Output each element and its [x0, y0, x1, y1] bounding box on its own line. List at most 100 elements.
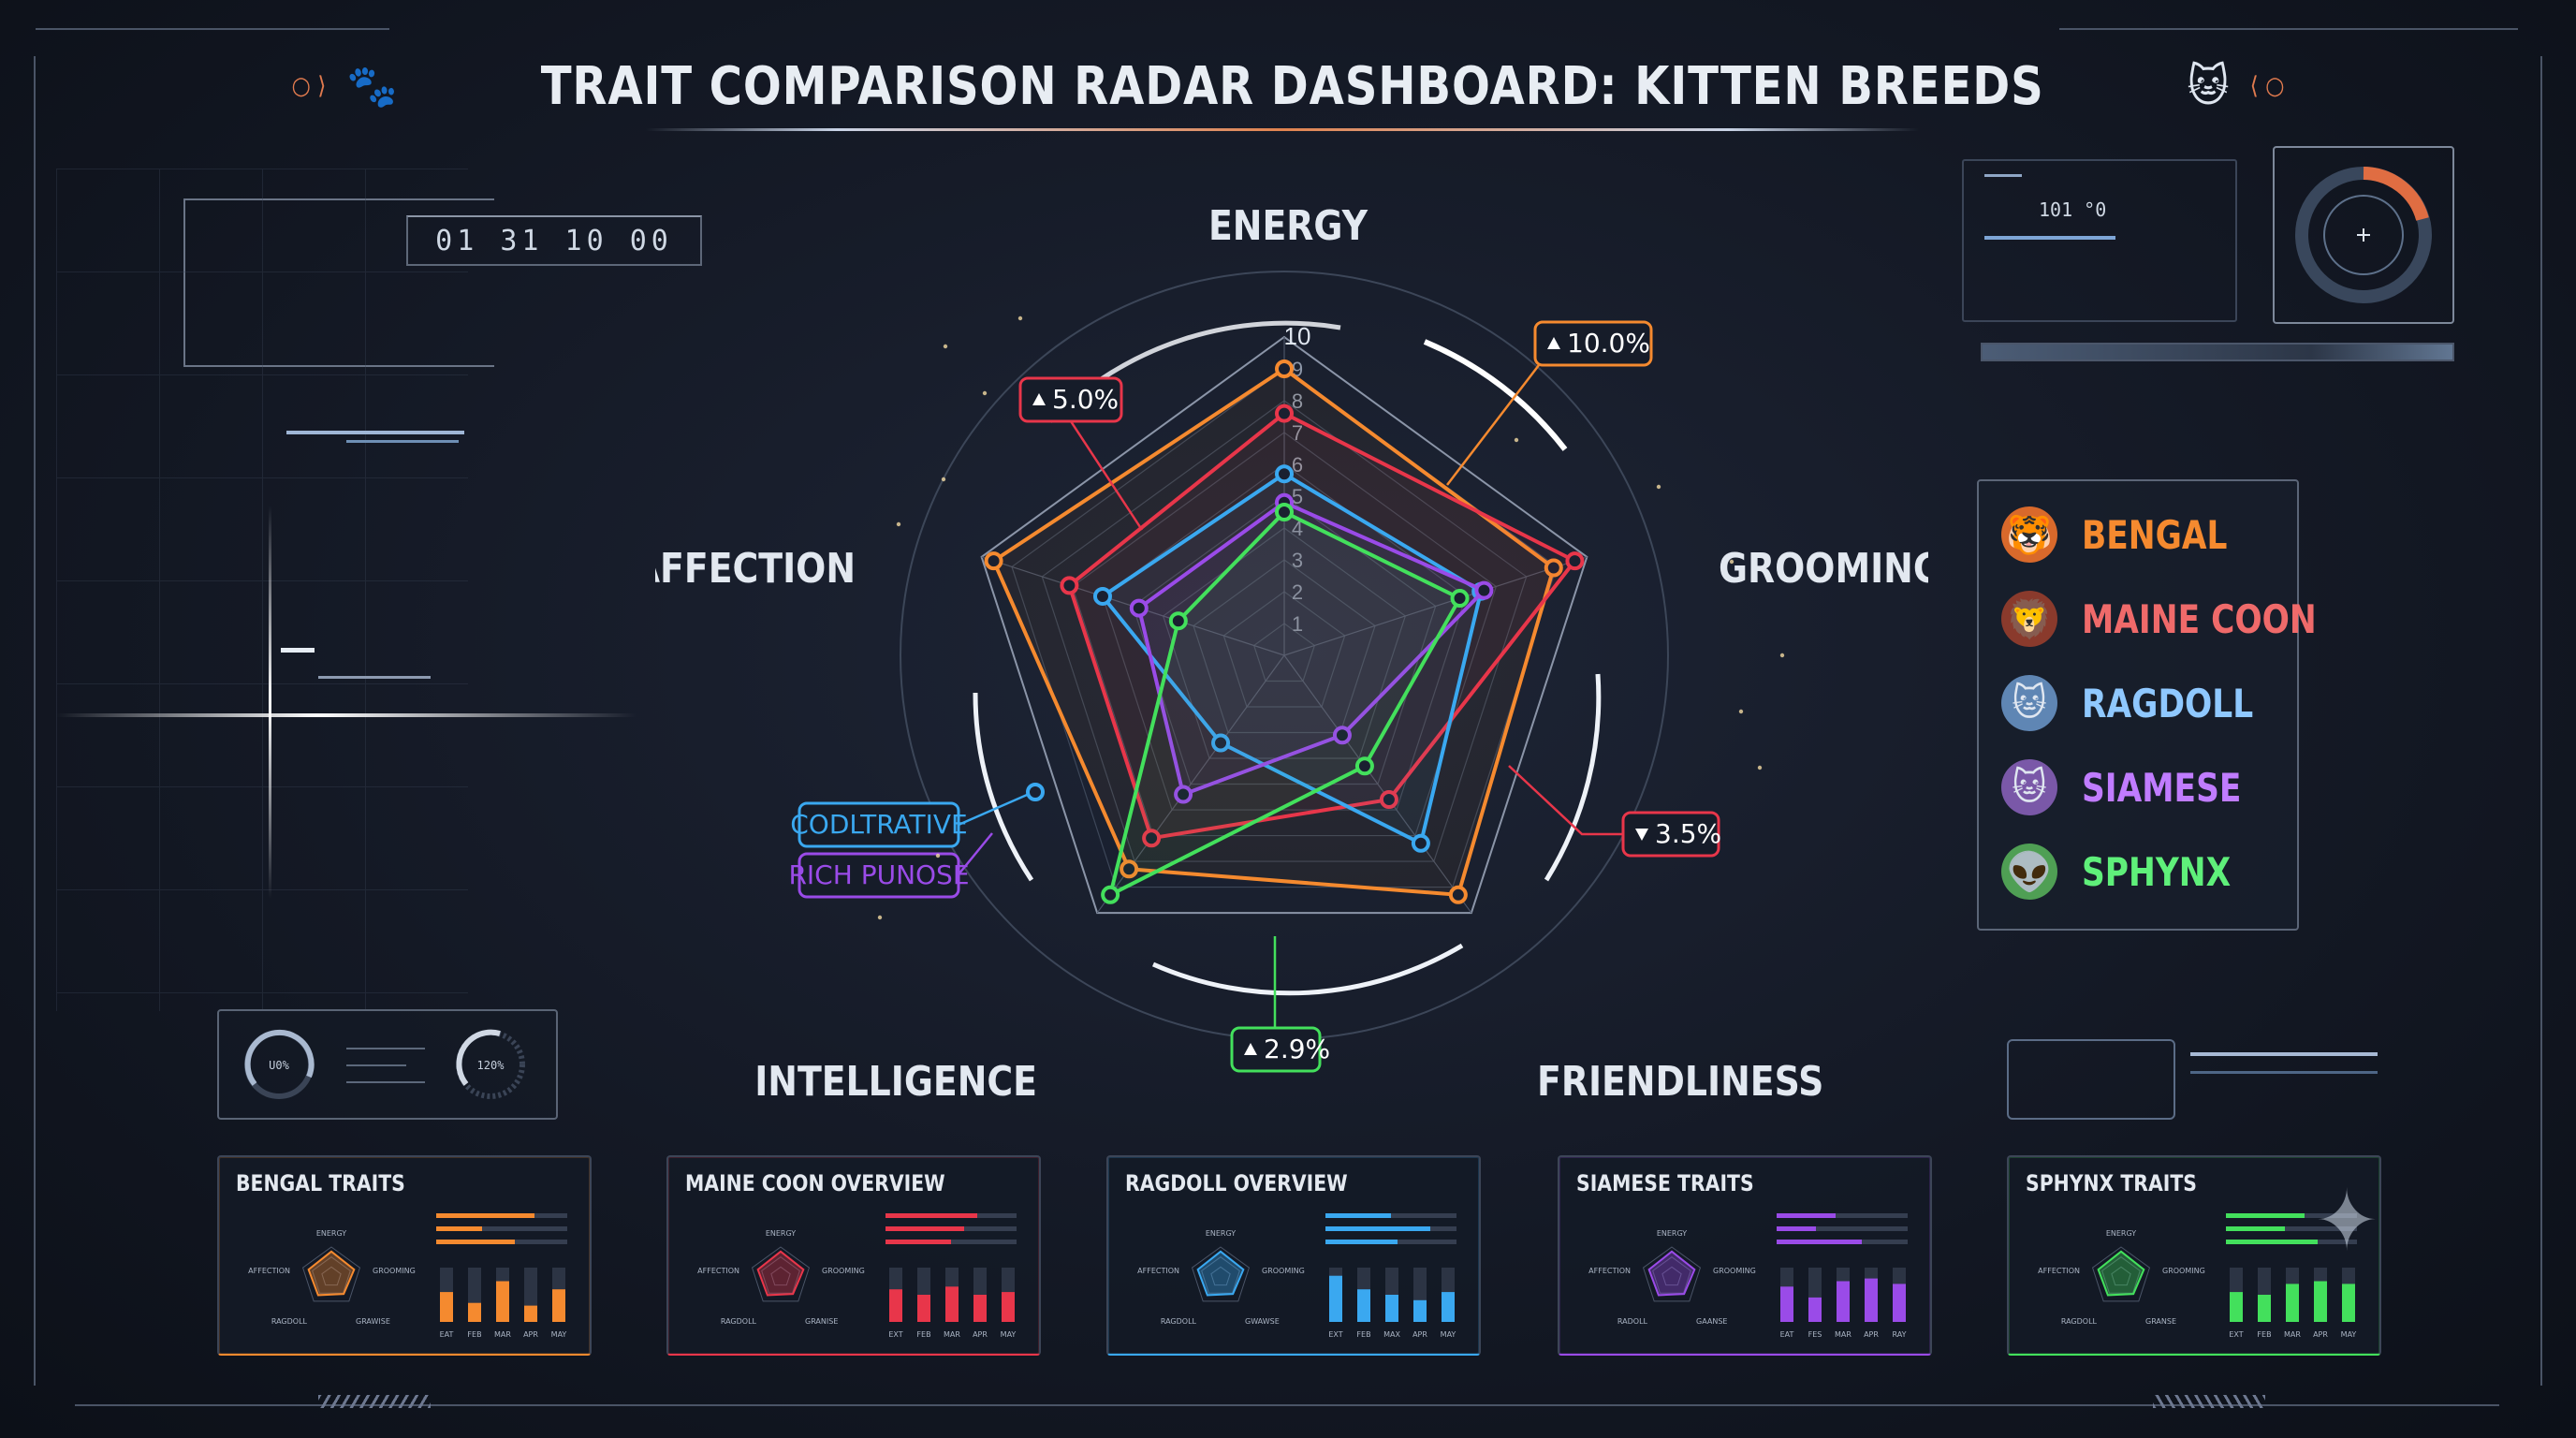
mini-bar-label: FEB: [2257, 1330, 2271, 1339]
mini-bar: [468, 1302, 481, 1322]
mini-radar-label: ENERGY: [2106, 1229, 2136, 1238]
sparkle-dot: [1757, 765, 1763, 770]
progress-fill: [436, 1213, 534, 1218]
sparkle-dot: [1729, 559, 1734, 565]
mini-radar-label: GROOMING: [2162, 1267, 2205, 1275]
progress-fill: [2226, 1226, 2285, 1231]
timer-readout: 01 31 10 00: [406, 215, 702, 266]
mini-bar-label: EAT: [440, 1330, 454, 1339]
callout-1: 10.0%: [1446, 320, 1653, 486]
radar-point: [1211, 733, 1231, 753]
legend-item-bengal[interactable]: 🐯BENGAL: [2001, 502, 2260, 567]
legend-item-ragdoll[interactable]: 🐱RAGDOLL: [2001, 670, 2291, 736]
mini-bar: [1865, 1278, 1878, 1322]
title-underline: [646, 128, 1919, 131]
mini-bar: [2230, 1292, 2243, 1322]
mini-bar: [1780, 1286, 1793, 1322]
radar-point: [1275, 360, 1294, 378]
mini-radar-label: RAGDOLL: [1161, 1317, 1197, 1326]
radar-axis-labels: ENERGYGROOMINGFRIENDLINESSINTELLIGENCEAF…: [655, 201, 1928, 1105]
mini-bar-label: APR: [1412, 1330, 1427, 1339]
mini-bar: [552, 1289, 565, 1322]
mini-bar-label: EXT: [888, 1330, 902, 1339]
ragdoll-cat-icon: 🐱: [2001, 675, 2057, 731]
callout-5: RICH PUNOSE: [788, 832, 993, 899]
dial-arc: [2363, 167, 2429, 222]
hud-bracket-right: [2007, 1039, 2175, 1120]
mini-bar: [1808, 1297, 1822, 1322]
radar-series: [984, 360, 1585, 904]
radar-grid-ring: [1222, 591, 1346, 708]
sparkle-dot: [935, 853, 941, 858]
mini-radar-label: RAGDOLL: [721, 1317, 757, 1326]
legend-item-siamese[interactable]: 🐱SIAMESE: [2001, 755, 2276, 820]
axis-label-affection: AFFECTION: [655, 544, 856, 592]
arrow-up-icon: [1547, 337, 1560, 349]
gauge-1-arc: [244, 1029, 315, 1086]
panel-title: SPHYNX TRAITS: [2026, 1170, 2198, 1196]
mini-radar-label: RAGDOLL: [271, 1317, 308, 1326]
panel-mini-charts: ENERGYGROOMINGGRAWISERAGDOLLAFFECTIONEAT…: [248, 1213, 567, 1339]
radar-point: [1544, 558, 1563, 578]
bottom-hatch-right: [2153, 1395, 2265, 1408]
progress-fill: [436, 1240, 515, 1244]
radar-tick-label: 4: [1292, 517, 1303, 540]
radar-point: [1474, 580, 1494, 600]
mini-bar: [1442, 1292, 1455, 1322]
gauge-svg: U0% 120%: [244, 1029, 525, 1099]
mini-bar-label: MAR: [2284, 1330, 2301, 1339]
sparkle-dot: [1779, 653, 1785, 658]
paw-icon: 🐾: [346, 63, 399, 110]
mini-radar-label: AFFECTION: [1137, 1267, 1179, 1275]
radar-point: [1060, 576, 1079, 595]
radar-tick-label: 3: [1292, 549, 1303, 572]
radar-series-siamese: [1129, 492, 1494, 804]
panel-title: BENGAL TRAITS: [236, 1170, 405, 1196]
legend-item-maine-coon[interactable]: 🦁MAINE COON: [2001, 586, 2368, 652]
radar-point: [984, 551, 1003, 571]
mini-bar: [2286, 1284, 2299, 1322]
radar-series-maine-coon: [1060, 404, 1585, 848]
mini-bar-label: EAT: [1780, 1330, 1794, 1339]
radar-point: [1275, 464, 1294, 484]
progress-fill: [1325, 1226, 1430, 1231]
mini-bar: [2258, 1295, 2271, 1322]
mini-radar-label: AFFECTION: [2038, 1267, 2080, 1275]
title-dots-right-icon: ⟨ ○: [2249, 72, 2285, 100]
radar-point: [1332, 726, 1352, 745]
mini-bar: [1329, 1275, 1342, 1322]
radar-spoke: [1283, 556, 1588, 656]
mini-bar-label: FEB: [467, 1330, 481, 1339]
mini-bar-label: MAX: [1383, 1330, 1400, 1339]
progress-fill: [2226, 1213, 2305, 1218]
progress-fill: [1777, 1240, 1862, 1244]
radar-series-bengal: [984, 360, 1563, 904]
sparkle-dot: [982, 390, 988, 396]
radar-grid-ring: [1193, 559, 1376, 734]
radar-grid-ring: [1132, 495, 1437, 785]
mini-bar-label: MAY: [1441, 1330, 1456, 1339]
sparkle-dot: [1738, 709, 1744, 714]
legend-item-sphynx[interactable]: 👽SPHYNX: [2001, 839, 2263, 904]
siamese-cat-icon: 🐱: [2001, 759, 2057, 815]
axis-label-grooming: GROOMING: [1719, 544, 1928, 592]
radar-point: [1275, 503, 1294, 521]
frame-top-right: [2059, 28, 2518, 30]
mini-radar-label: AFFECTION: [697, 1267, 739, 1275]
progress-fill: [1777, 1213, 1836, 1218]
progress-fill: [886, 1226, 964, 1231]
radar-tick-label: 6: [1292, 453, 1303, 477]
radar-point: [1142, 829, 1162, 848]
mini-bar-label: FEB: [1356, 1330, 1370, 1339]
mini-radar-label: ENERGY: [1206, 1229, 1236, 1238]
callout-text: RICH PUNOSE: [788, 859, 969, 890]
